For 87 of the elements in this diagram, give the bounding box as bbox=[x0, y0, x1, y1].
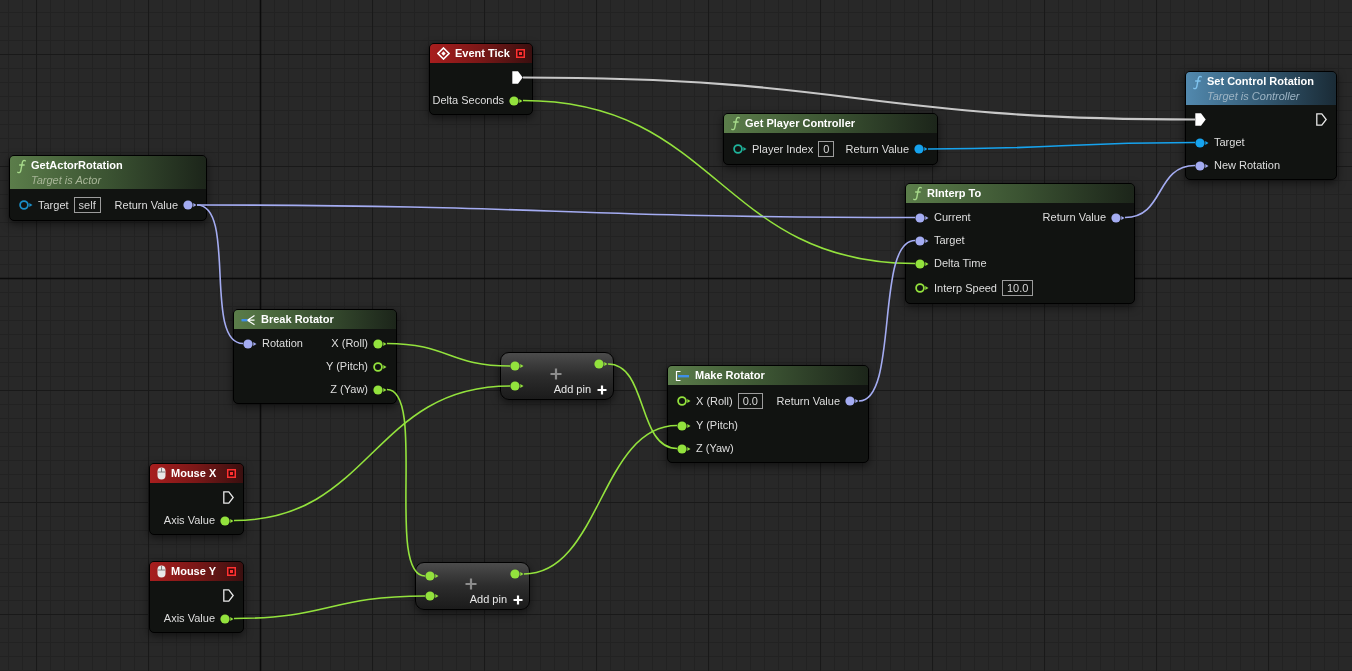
node-title: RInterp To bbox=[927, 187, 982, 200]
wire bbox=[927, 141, 1196, 150]
graph-node bbox=[500, 352, 614, 400]
wire bbox=[233, 385, 511, 522]
graph-node bbox=[233, 309, 397, 404]
pin-label: Target bbox=[1214, 136, 1245, 149]
graph-node bbox=[429, 43, 533, 115]
pin-label: Delta Time bbox=[934, 257, 987, 270]
pin-icon bbox=[425, 591, 439, 601]
pin-label: Delta Seconds bbox=[432, 94, 504, 107]
pin-label: Axis Value bbox=[163, 612, 215, 625]
wire bbox=[386, 388, 426, 577]
node-title: GetActorRotation bbox=[31, 159, 123, 172]
pin-icon bbox=[845, 396, 859, 406]
pin-icon bbox=[183, 200, 197, 210]
exec-pin-icon bbox=[1195, 113, 1206, 126]
pin-icon bbox=[915, 235, 929, 246]
node-title: Mouse Y bbox=[171, 565, 217, 578]
node-title: Event Tick bbox=[455, 47, 510, 60]
pin-label: Player Index bbox=[752, 142, 814, 156]
node-title: Make Rotator bbox=[695, 369, 765, 382]
pin-label: Return Value bbox=[776, 394, 840, 408]
add-pin-button: Add pin bbox=[553, 383, 607, 396]
pin-label: Return Value bbox=[1042, 211, 1106, 224]
value-field: 0 bbox=[818, 141, 835, 157]
node-subtitle: Target is Actor bbox=[31, 174, 103, 187]
pin-icon bbox=[510, 569, 524, 579]
wire bbox=[1124, 164, 1196, 219]
pin-icon bbox=[915, 212, 929, 223]
wire bbox=[858, 239, 916, 402]
wire bbox=[233, 595, 426, 620]
pin-label: Current bbox=[934, 211, 971, 224]
pin-icon bbox=[220, 515, 234, 526]
wire bbox=[522, 99, 916, 265]
pin-label: Rotation bbox=[262, 337, 303, 350]
pin-icon bbox=[509, 95, 523, 106]
value-field: 10.0 bbox=[1002, 280, 1034, 296]
wire bbox=[386, 342, 511, 367]
pin-icon bbox=[510, 361, 524, 371]
pin-label: Target bbox=[38, 198, 69, 212]
wire bbox=[607, 363, 678, 450]
wire bbox=[523, 424, 678, 575]
node-title: Set Control Rotation bbox=[1207, 75, 1314, 88]
pin-label: Y (Pitch) bbox=[326, 360, 368, 373]
pin-label: Z (Yaw) bbox=[330, 383, 368, 396]
pin-icon bbox=[373, 338, 387, 349]
pin-label: X (Roll) bbox=[696, 394, 733, 408]
pin-icon bbox=[243, 338, 257, 349]
graph-node bbox=[1185, 71, 1337, 180]
node-title: Break Rotator bbox=[261, 313, 334, 326]
graph-node bbox=[415, 562, 530, 610]
pin-icon bbox=[677, 443, 691, 454]
graph-node bbox=[905, 183, 1135, 304]
pin-label: Target bbox=[934, 234, 965, 247]
pin-label: Axis Value bbox=[163, 514, 215, 527]
pin-icon bbox=[425, 571, 439, 581]
pin-label: Y (Pitch) bbox=[696, 419, 738, 432]
pin-icon bbox=[510, 381, 524, 391]
pin-label: Interp Speed bbox=[934, 281, 997, 295]
pin-icon bbox=[373, 384, 387, 395]
graph-node bbox=[149, 561, 244, 633]
pin-icon bbox=[677, 420, 691, 431]
wire bbox=[523, 76, 1195, 121]
exec-pin-icon bbox=[512, 71, 523, 84]
wire bbox=[196, 204, 244, 345]
pin-icon bbox=[915, 258, 929, 269]
value-field: self bbox=[73, 197, 101, 213]
pin-icon bbox=[1195, 160, 1209, 171]
pin-icon bbox=[220, 613, 234, 624]
node-subtitle: Target is Controller bbox=[1207, 90, 1301, 103]
graph-node bbox=[9, 155, 207, 221]
pin-icon bbox=[914, 144, 928, 154]
pin-label: Return Value bbox=[114, 198, 178, 212]
pin-icon bbox=[594, 359, 608, 369]
graph-node bbox=[149, 463, 244, 535]
node-title: Get Player Controller bbox=[745, 117, 856, 130]
pin-icon bbox=[1111, 212, 1125, 223]
pin-label: Z (Yaw) bbox=[696, 442, 734, 455]
pin-label: X (Roll) bbox=[331, 337, 368, 350]
node-title: Mouse X bbox=[171, 467, 217, 480]
pin-label: New Rotation bbox=[1214, 159, 1281, 172]
add-pin-button: Add pin bbox=[469, 593, 523, 606]
graph-node bbox=[667, 365, 869, 463]
pin-label: Return Value bbox=[845, 142, 909, 156]
value-field: 0.0 bbox=[737, 393, 763, 409]
graph-node bbox=[723, 113, 938, 165]
pin-icon bbox=[1195, 137, 1209, 148]
